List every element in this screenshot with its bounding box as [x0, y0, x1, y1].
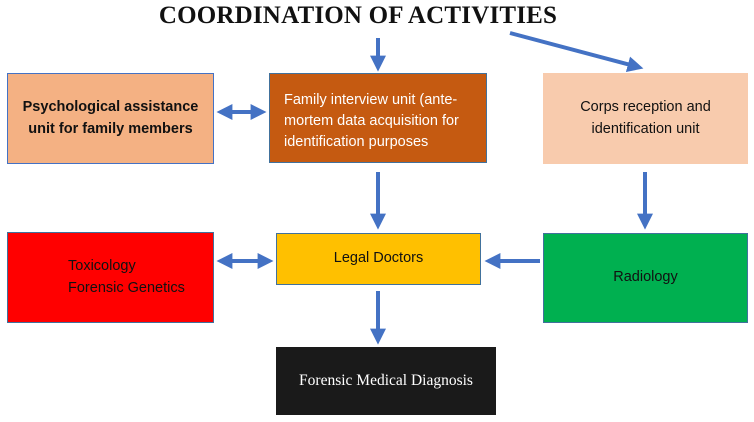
node-label: Toxicology Forensic Genetics — [68, 258, 185, 296]
node-label: Psychological assistance unit for family… — [22, 99, 199, 137]
node-label: Corps reception and identification unit — [580, 99, 711, 137]
node-psychological-assistance-unit: Psychological assistance unit for family… — [7, 73, 214, 164]
node-corps-reception-unit: Corps reception and identification unit — [543, 73, 748, 164]
node-radiology: Radiology — [543, 233, 748, 323]
node-label: Radiology — [613, 269, 678, 286]
diagram-title: COORDINATION OF ACTIVITIES — [158, 2, 558, 29]
node-label: Legal Doctors — [333, 250, 424, 267]
node-forensic-medical-diagnosis: Forensic Medical Diagnosis — [276, 347, 496, 415]
arrow-title-to-corps — [509, 31, 644, 73]
node-family-interview-unit: Family interview unit (ante- mortem data… — [269, 73, 487, 163]
node-label: Family interview unit (ante- mortem data… — [284, 92, 459, 151]
node-label: Forensic Medical Diagnosis — [299, 371, 473, 389]
node-legal-doctors: Legal Doctors — [276, 233, 481, 285]
node-toxicology-genetics: Toxicology Forensic Genetics — [7, 232, 214, 323]
